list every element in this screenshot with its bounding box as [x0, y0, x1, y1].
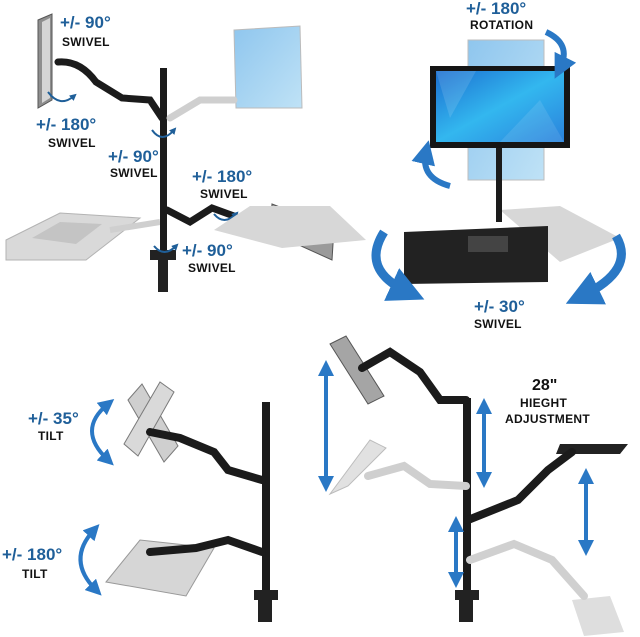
q3-bottom-kind: TILT	[22, 567, 48, 581]
ghost-low-monitor	[328, 439, 387, 496]
left-arm	[54, 58, 166, 122]
pole	[160, 68, 167, 283]
q1-bottom-degree: +/- 90°	[182, 241, 233, 260]
high-arm	[358, 347, 470, 404]
q1-bottom-kind: SWIVEL	[188, 261, 236, 275]
keyboard-tray	[404, 226, 548, 284]
ghost-monitor	[233, 25, 303, 109]
height-value: 28"	[532, 377, 558, 394]
q1-right-kind: SWIVEL	[200, 187, 248, 201]
q1-top-kind: SWIVEL	[62, 35, 110, 49]
q1-mid-degree: +/- 90°	[108, 147, 159, 166]
lower-tilt-arm	[146, 535, 266, 556]
q2-top-degree: +/- 180°	[466, 0, 527, 18]
tilt-monitor-b	[123, 381, 175, 457]
q2-mount	[214, 29, 626, 305]
q2-top-kind: ROTATION	[470, 18, 534, 32]
clamp	[150, 250, 176, 260]
high-monitor	[329, 335, 385, 405]
q1-top-degree: +/- 90°	[60, 13, 111, 32]
q1-mid-kind: SWIVEL	[110, 166, 158, 180]
q2-pole	[496, 148, 502, 222]
q2-bottom-kind: SWIVEL	[474, 317, 522, 331]
height-label-line2: ADJUSTMENT	[505, 412, 591, 426]
q1-left-kind: SWIVEL	[48, 136, 96, 150]
q1-right-degree: +/- 180°	[192, 167, 253, 186]
q2-bottom-degree: +/- 30°	[474, 297, 525, 316]
q1-left-degree: +/- 180°	[36, 115, 97, 134]
q4-pole	[463, 398, 471, 604]
tilt-tray	[105, 539, 215, 597]
q3-top-degree: +/- 35°	[28, 409, 79, 428]
q3-top-kind: TILT	[38, 429, 64, 443]
q3-mount	[78, 381, 278, 622]
q4-mount	[318, 335, 628, 636]
height-label-line1: HIEGHT	[520, 396, 568, 410]
q3-bottom-degree: +/- 180°	[2, 545, 63, 564]
tray-arm	[464, 448, 576, 524]
upper-tilt-arm	[146, 428, 266, 484]
q3-pole	[262, 402, 270, 602]
q1-mount	[5, 13, 335, 292]
